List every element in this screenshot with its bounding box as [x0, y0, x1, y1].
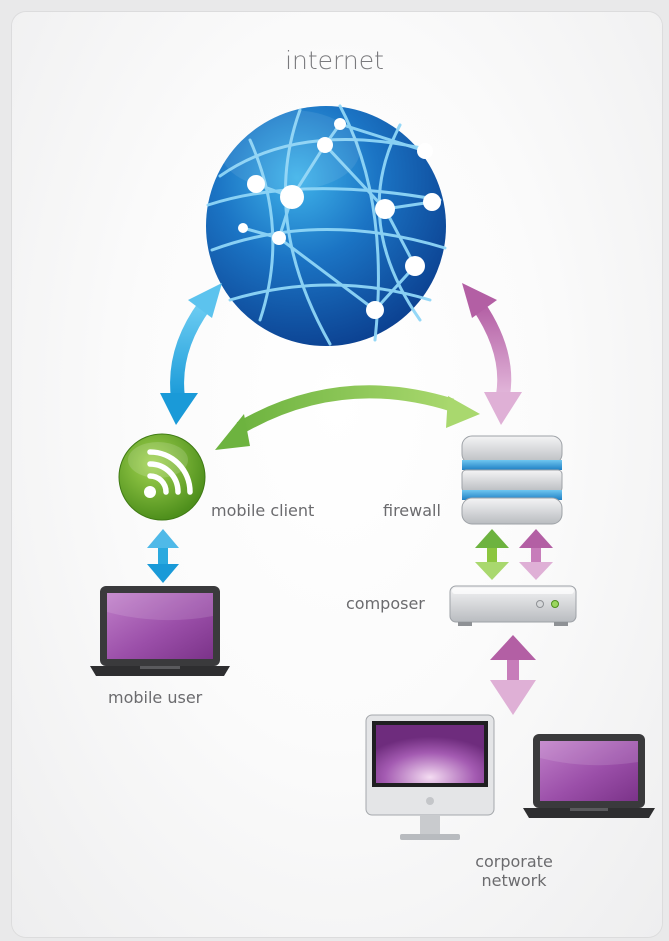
- mobile-client-label: mobile client: [211, 501, 315, 520]
- arrow-firewall-composer-purple: [519, 529, 553, 580]
- appliance-box-icon: [449, 585, 577, 626]
- corporate-network-label: corporate network: [458, 852, 570, 890]
- laptop-icon: [90, 586, 230, 676]
- corporate-network-label-line2: network: [481, 871, 547, 890]
- arrow-firewall-composer-green: [475, 529, 509, 580]
- wifi-signal-icon: [118, 433, 206, 521]
- laptop-icon: [523, 734, 655, 818]
- firewall-label: firewall: [383, 501, 441, 520]
- corporate-network-label-line1: corporate: [475, 852, 553, 871]
- desktop-monitor-icon: [365, 714, 495, 840]
- globe-network-icon: [206, 104, 447, 346]
- composer-label: composer: [346, 594, 425, 613]
- mobile-user-label: mobile user: [108, 688, 203, 707]
- server-stack-icon: [461, 435, 563, 525]
- arrow-mobile-client-firewall: [215, 385, 480, 450]
- arrow-composer-corporate-network: [490, 635, 536, 715]
- internet-label: internet: [285, 46, 384, 75]
- arrow-mobile-client-mobile-user: [147, 529, 179, 583]
- arrow-internet-firewall: [462, 283, 522, 425]
- arrow-internet-mobile-client: [160, 283, 222, 425]
